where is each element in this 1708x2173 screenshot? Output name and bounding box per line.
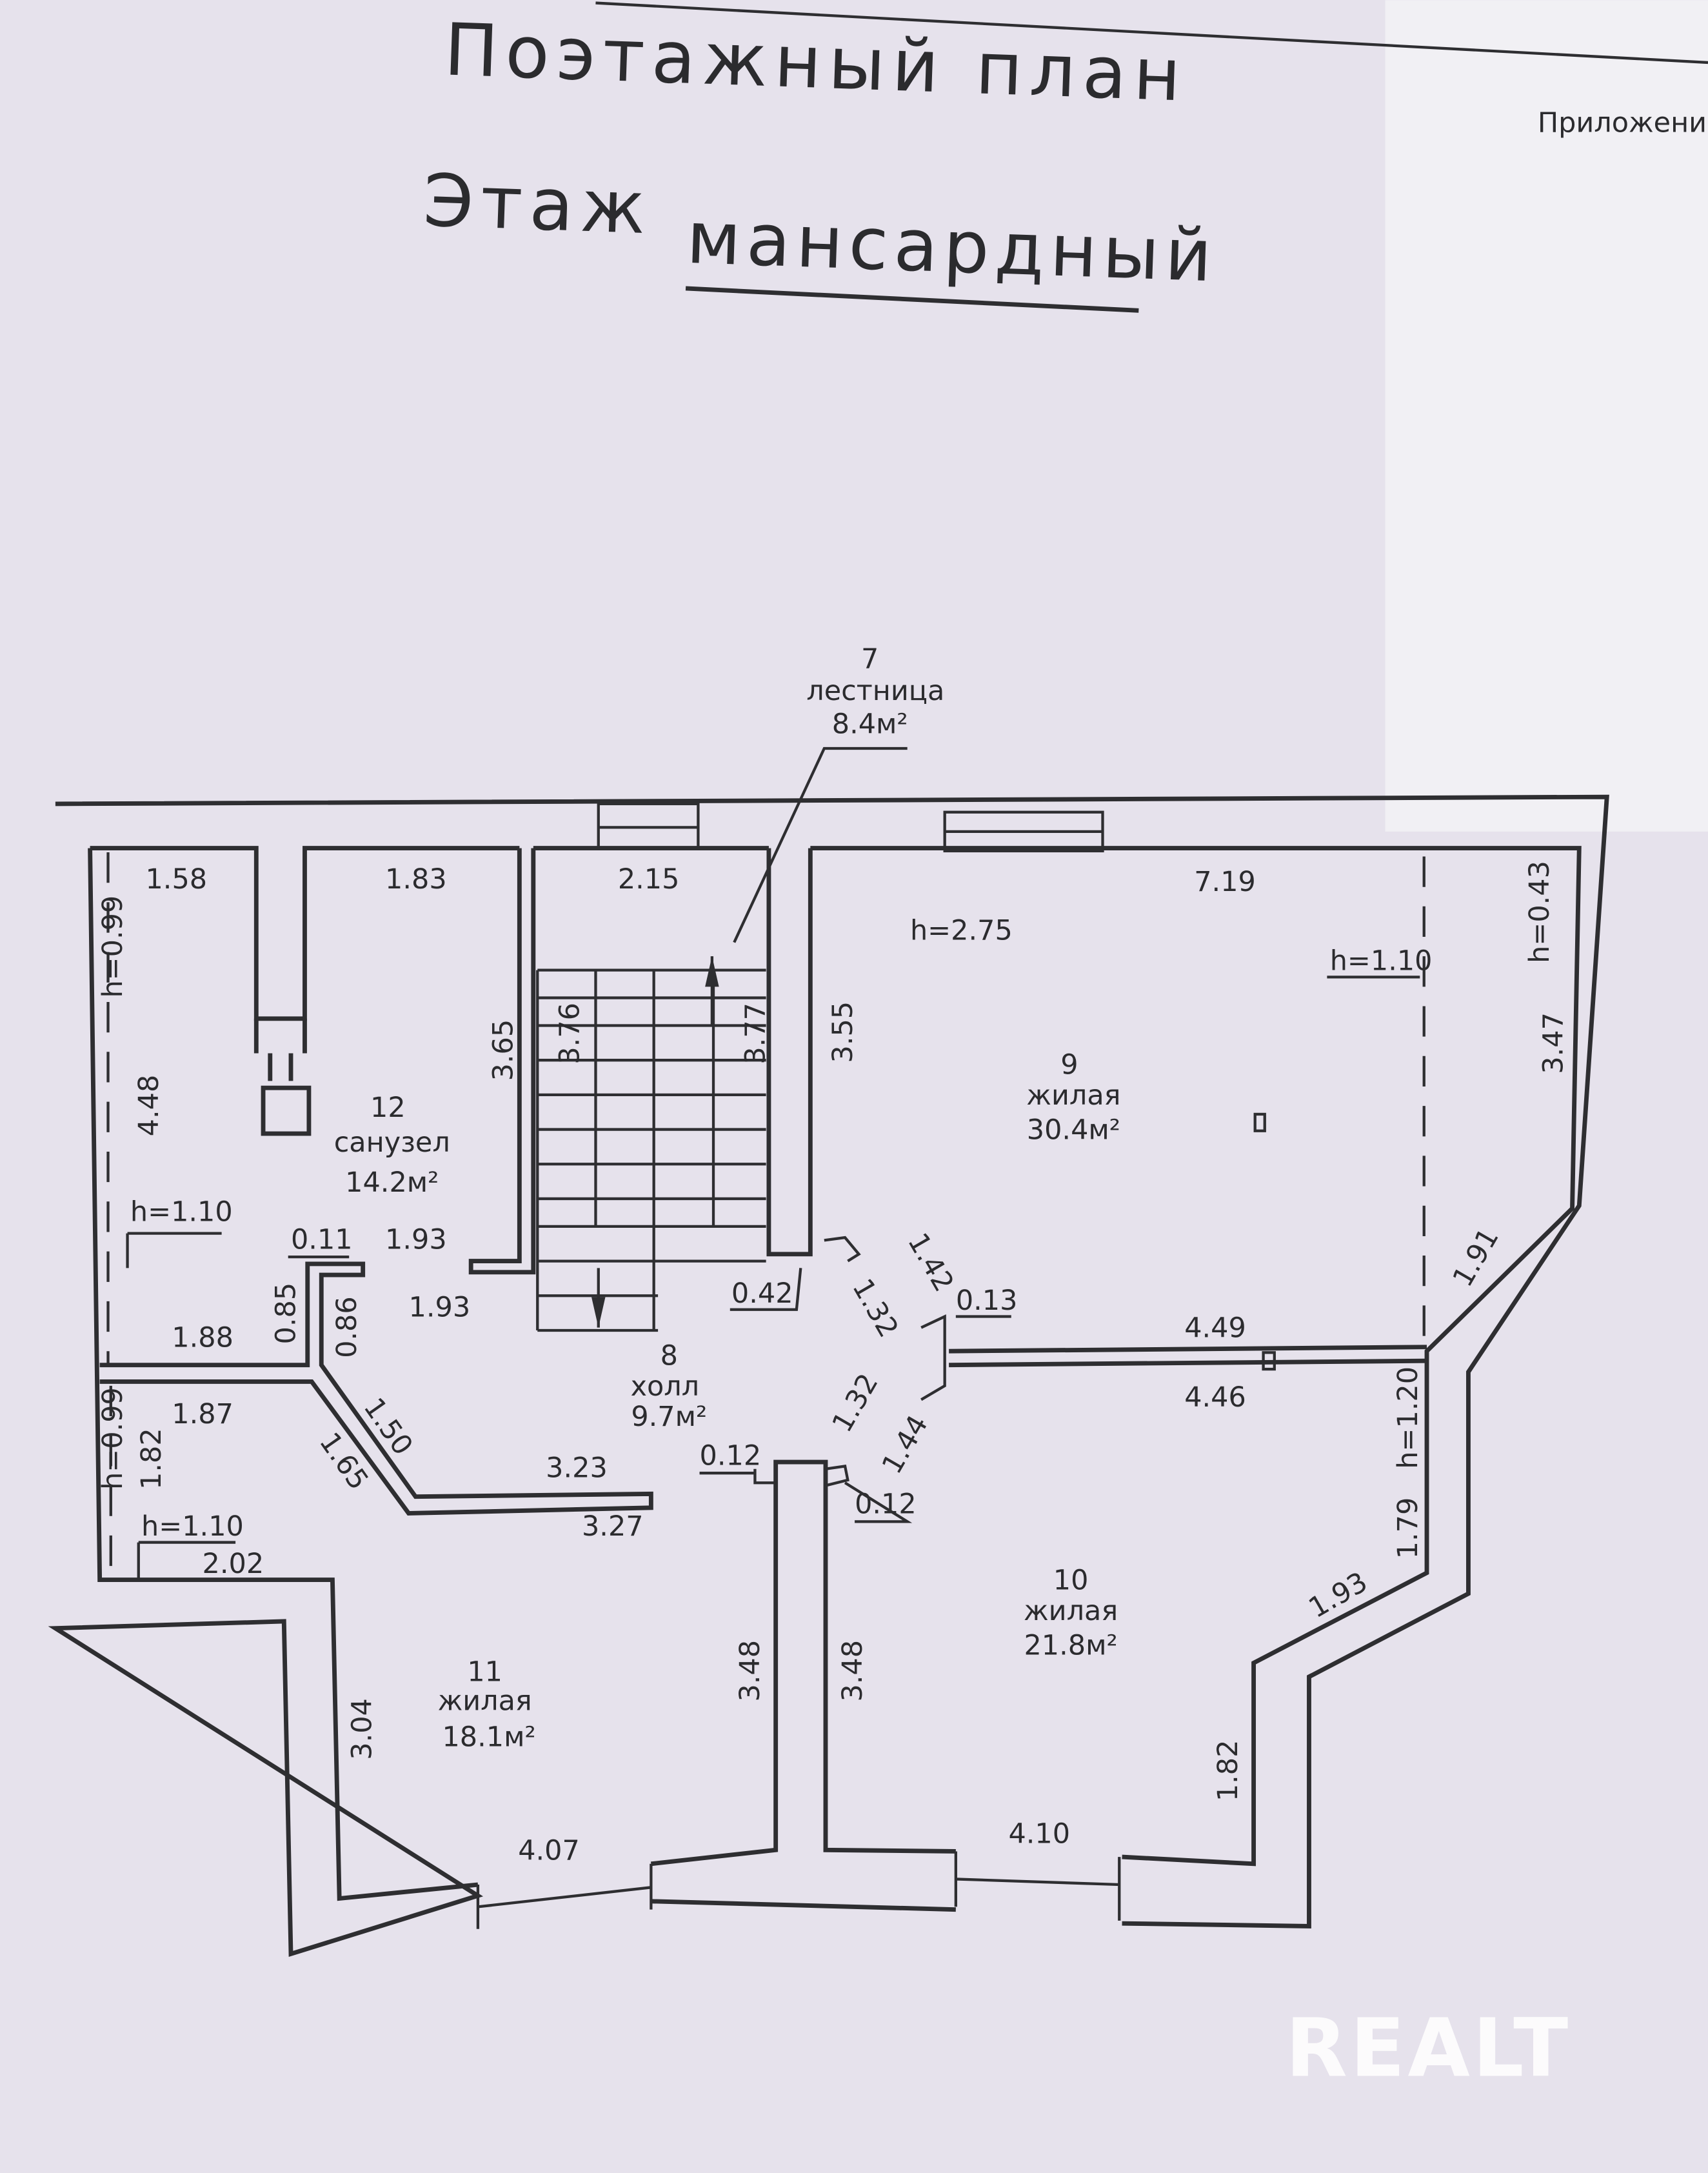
ceiling-height: h=1.10 [141,1510,244,1543]
dimension: 0.12 [700,1439,762,1472]
dimension: 1.87 [172,1398,233,1430]
stair-right-wall [766,848,813,1257]
room-name: лестница [806,675,944,707]
room-number: 10 [1053,1565,1089,1597]
arrow-up-icon [705,956,719,987]
dimension: 3.47 [1538,1012,1570,1074]
paper-highlight [1385,0,1708,832]
dimension: 0.85 [270,1283,302,1345]
dimension: 4.07 [518,1834,580,1867]
outer-wall-outline [48,794,1609,1958]
stair-left-wall [468,848,536,1275]
room-name: жилая [1024,1595,1118,1627]
dimension-labels: 1.58 1.83 2.15 7.19 h=2.75 h=1.10 h=0.43… [97,861,1570,1867]
dimension: 3.77 [739,1003,771,1065]
room-area: 8.4м² [832,708,908,740]
ceiling-height: h=0.43 [1524,861,1556,963]
vent-shaft [253,1018,307,1081]
dimension: 1.58 [145,863,207,896]
dimension: 3.55 [827,1001,859,1063]
dimension: 1.93 [409,1292,471,1324]
ceiling-height: h=1.10 [1330,945,1433,977]
ceiling-height: h=1.10 [130,1196,233,1228]
staircase [536,956,766,1332]
room-area: 30.4м² [1027,1114,1120,1147]
shaft-box [261,1085,312,1136]
room-name: жилая [438,1685,532,1717]
room-area: 18.1м² [442,1721,535,1753]
dimension: 4.10 [1008,1818,1070,1850]
dimension: 3.76 [554,1003,586,1065]
dimension: 4.49 [1184,1312,1246,1345]
stair-leader-line [733,746,908,943]
ceiling-height: h=0.99 [97,896,129,998]
dimension: 3.23 [546,1452,608,1485]
room-name: холл [631,1370,700,1403]
window-room11 [476,1863,653,1929]
dimension: 0.11 [291,1223,353,1256]
dimension: 1.83 [385,863,447,896]
ceiling-height: h=2.75 [910,914,1013,946]
room-number: 7 [861,643,879,675]
dimension: 2.02 [203,1548,264,1580]
dimension: 0.13 [956,1285,1018,1317]
room9-room10-wall [949,1345,1427,1368]
dimension: 3.48 [734,1640,766,1702]
room-area: 14.2м² [345,1167,439,1199]
dimension: 3.04 [346,1698,379,1760]
door-room9 [920,1314,946,1401]
dimension: 4.48 [133,1075,165,1137]
room-number: 11 [467,1656,502,1688]
dimension: 0.12 [855,1488,917,1520]
dimension: 1.93 [385,1223,447,1256]
ceiling-height: h=1.20 [1392,1367,1424,1469]
floor-label: Этаж [422,159,653,250]
bathroom-hall-wall [99,1261,653,1516]
wall-post [1262,1351,1276,1371]
dimension: 2.15 [618,863,680,896]
low-ceiling-lines [106,852,1425,1580]
arrow-down-icon [591,1297,606,1328]
floor-name: мансардный [685,196,1218,299]
dimension: 0.86 [331,1296,363,1358]
dimension: 1.82 [135,1428,168,1490]
dimension: 3.27 [582,1510,644,1543]
room-number: 8 [660,1340,678,1372]
dimension: 3.65 [488,1019,520,1081]
room-area: 21.8м² [1024,1630,1117,1662]
dimension: 3.48 [837,1640,869,1702]
dimension: 1.88 [172,1322,233,1354]
realt-watermark: REALT [1286,2001,1571,2095]
room-area: 9.7м² [631,1401,707,1433]
room-name: санузел [334,1127,450,1159]
door-stair [824,1236,861,1263]
dimension: 7.19 [1194,866,1256,898]
dimension: 4.46 [1184,1381,1246,1414]
dimension: 1.82 [1212,1740,1244,1802]
ceiling-height: h=0.99 [97,1387,129,1490]
window-room10 [954,1851,1121,1921]
appendix-label: Приложени [1538,106,1707,139]
page-edge-line [595,1,1708,65]
dimension: 1.79 [1392,1497,1424,1559]
column-marker [1253,1112,1266,1132]
room-name: жилая [1026,1079,1120,1112]
dimension-underlines [126,976,1420,1580]
dimension: 0.42 [731,1277,793,1310]
floor-name-underline [685,286,1139,313]
room-labels: 7 лестница 8.4м² 8 холл 9.7м² 9 жилая 30… [334,643,1121,1753]
room-number: 12 [370,1092,406,1124]
windows [476,802,1121,1929]
room-number: 9 [1060,1049,1078,1081]
